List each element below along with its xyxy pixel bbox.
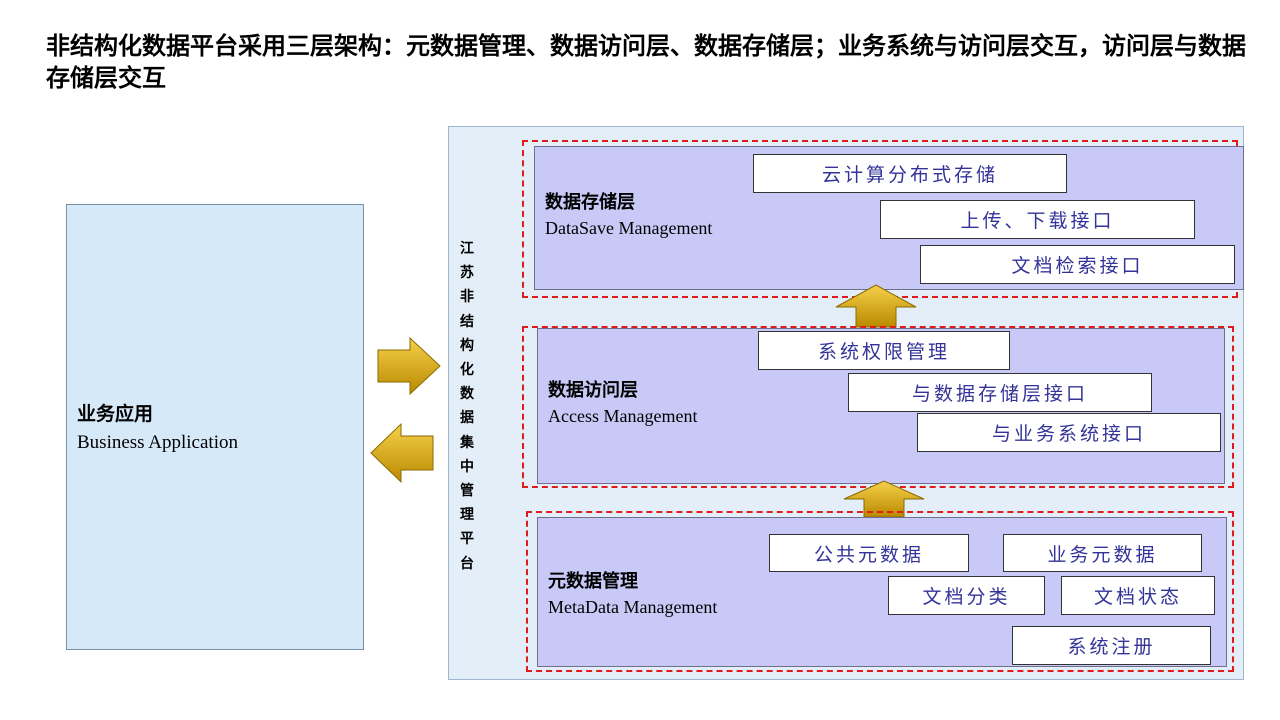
arrow-left-icon bbox=[370, 422, 434, 484]
business-label-en: Business Application bbox=[77, 432, 238, 453]
arrow-up-icon bbox=[835, 284, 917, 328]
storage-box-upload-download: 上传、下载接口 bbox=[880, 200, 1195, 239]
storage-box-cloud: 云计算分布式存储 bbox=[753, 154, 1067, 193]
access-box-storage-interface: 与数据存储层接口 bbox=[848, 373, 1152, 412]
access-layer-title-zh: 数据访问层 bbox=[548, 380, 638, 400]
access-layer-title-en: Access Management bbox=[548, 406, 698, 426]
metadata-layer-title-en: MetaData Management bbox=[548, 597, 718, 617]
access-box-business-interface: 与业务系统接口 bbox=[917, 413, 1221, 452]
storage-layer-title-zh: 数据存储层 bbox=[545, 192, 635, 212]
arrow-right-icon bbox=[377, 336, 441, 396]
platform-vertical-label: 江 苏 非 结 构 化 数 据 集 中 管 理 平 台 bbox=[460, 242, 474, 572]
metadata-layer-border bbox=[526, 511, 1234, 672]
business-label-zh: 业务应用 bbox=[77, 404, 154, 425]
metadata-box-public: 公共元数据 bbox=[769, 534, 969, 572]
metadata-box-system-register: 系统注册 bbox=[1012, 626, 1211, 665]
metadata-layer-title-zh: 元数据管理 bbox=[548, 571, 638, 591]
business-application-block: 业务应用 Business Application bbox=[66, 204, 364, 650]
arrow-up-icon bbox=[843, 480, 925, 518]
metadata-box-doc-status: 文档状态 bbox=[1061, 576, 1215, 615]
access-box-permission: 系统权限管理 bbox=[758, 331, 1010, 370]
storage-layer-title-en: DataSave Management bbox=[545, 218, 713, 238]
metadata-box-business: 业务元数据 bbox=[1003, 534, 1202, 572]
metadata-box-doc-category: 文档分类 bbox=[888, 576, 1045, 615]
storage-box-search: 文档检索接口 bbox=[920, 245, 1235, 284]
slide-title: 非结构化数据平台采用三层架构：元数据管理、数据访问层、数据存储层；业务系统与访问… bbox=[46, 32, 1246, 92]
